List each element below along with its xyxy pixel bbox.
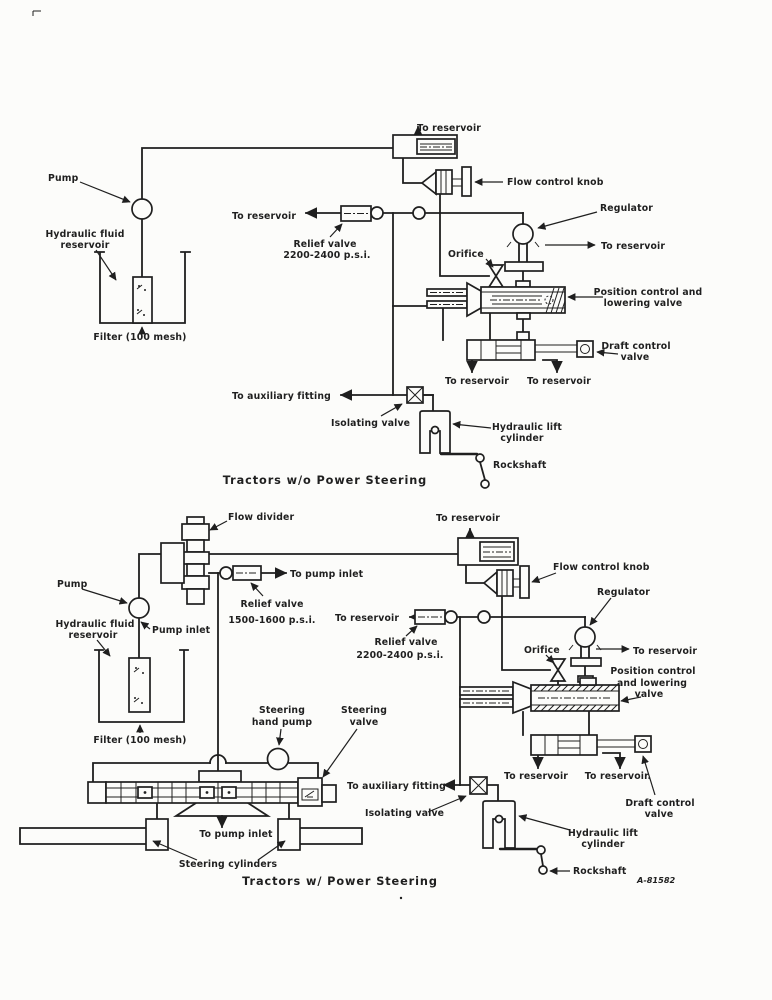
position-control-valve [459, 677, 620, 715]
pump-symbol [128, 597, 150, 619]
label-lift-cylinder-1: Hydraulic lift [568, 828, 638, 839]
label-to-reservoir-valve: To reservoir [436, 513, 500, 524]
label-filter: Filter (100 mesh) [93, 735, 186, 746]
flow-control-valve [392, 134, 458, 159]
label-to-reservoir-relief: To reservoir [335, 613, 399, 624]
label-flow-control-knob: Flow control knob [553, 562, 650, 573]
diagram-without-power-steering: To reservoir Flow control knob Pump To r… [45, 123, 703, 489]
label-position-control-1: Position control and [594, 287, 703, 298]
leader-arrows [81, 520, 656, 875]
label-position-control-2: and lowering [617, 678, 687, 689]
label-to-reservoir-regulator: To reservoir [633, 646, 697, 657]
junction-ball [477, 610, 491, 624]
label-to-auxiliary-fitting: To auxiliary fitting [232, 391, 331, 402]
label-to-pump-inlet-relief: To pump inlet [290, 569, 364, 580]
label-hyd-reservoir-2: reservoir [69, 630, 118, 641]
draft-control-valve [466, 331, 594, 361]
label-position-control-3: valve [635, 689, 664, 700]
label-relief-hitch-2: 2200-2400 p.s.i. [356, 650, 443, 661]
filter-element [128, 657, 151, 733]
junction-ball [412, 206, 426, 220]
label-to-reservoir-right-drain: To reservoir. [585, 771, 651, 782]
flow-control-knob-symbol [420, 166, 472, 197]
steering-relief-valve-symbol [219, 565, 262, 581]
label-hyd-reservoir-1: Hydraulic fluid [45, 229, 124, 240]
label-draft-control-1: Draft control [625, 798, 694, 809]
label-position-control-2: lowering valve [604, 298, 683, 309]
label-hyd-reservoir-2: reservoir [61, 240, 110, 251]
label-lift-cylinder-2: cylinder [500, 433, 544, 444]
label-to-reservoir-regulator: To reservoir [601, 241, 665, 252]
flow-control-knob-symbol [482, 565, 530, 599]
steering-hand-pump-symbol [266, 747, 290, 771]
label-to-reservoir-relief: To reservoir [232, 211, 296, 222]
label-orifice: Orifice [448, 249, 484, 260]
label-filter: Filter (100 mesh) [93, 332, 186, 343]
steering-cylinder-pistons [145, 818, 301, 851]
label-pump: Pump [57, 579, 88, 590]
label-rockshaft: Rockshaft [493, 460, 547, 471]
draft-control-valve [530, 734, 652, 756]
label-position-control-1: Position control [610, 666, 695, 677]
label-flow-divider: Flow divider [228, 512, 294, 523]
label-relief-hitch-1: Relief valve [374, 637, 437, 648]
label-to-pump-inlet-steering: To pump inlet [199, 829, 273, 840]
label-lift-cylinder-2: cylinder [581, 839, 625, 850]
label-steering-hand-pump-1: Steering [259, 705, 305, 716]
filter-element [132, 276, 153, 335]
label-relief-valve-2: 2200-2400 p.s.i. [283, 250, 370, 261]
label-regulator: Regulator [597, 587, 650, 598]
label-regulator: Regulator [600, 203, 653, 214]
hydraulic-lift-cylinder-symbol [419, 410, 451, 454]
label-rockshaft: Rockshaft [573, 866, 627, 877]
label-isolating-valve: Isolating valve [365, 808, 444, 819]
leader-arrows [79, 178, 619, 429]
label-steering-hand-pump-2: hand pump [252, 717, 313, 728]
label-relief-steering-1: Relief valve [240, 599, 303, 610]
label-flow-control-knob: Flow control knob [507, 177, 604, 188]
label-to-reservoir-right-drain: To reservoir [527, 376, 591, 387]
flow-control-valve [457, 537, 519, 566]
steering-gear-assembly [87, 770, 337, 807]
hydraulic-fluid-reservoir-tank [94, 649, 189, 723]
pump-symbol [131, 198, 153, 220]
rockshaft-linkage [498, 845, 548, 875]
label-to-reservoir-left-drain: To reservoir [504, 771, 568, 782]
label-steering-valve-2: valve [350, 717, 379, 728]
label-pump-inlet: Pump inlet [152, 625, 211, 636]
relief-valve-symbol [340, 205, 426, 222]
label-steering-cylinders: Steering cylinders [179, 859, 278, 870]
label-relief-steering-2: 1500-1600 p.s.i. [228, 615, 315, 626]
label-hyd-reservoir-1: Hydraulic fluid [55, 619, 134, 630]
label-isolating-valve: Isolating valve [331, 418, 410, 429]
position-control-valve [426, 281, 566, 320]
label-lift-cylinder-1: Hydraulic lift [492, 422, 562, 433]
diagram-with-power-steering: Flow divider To reservoir Flow control k… [19, 512, 697, 888]
label-steering-valve-1: Steering [341, 705, 387, 716]
label-to-reservoir-valve: To reservoir [417, 123, 481, 134]
label-to-auxiliary-fitting: To auxiliary fitting [347, 781, 446, 792]
label-relief-valve-1: Relief valve [293, 239, 356, 250]
hydraulic-lift-cylinder-symbol [482, 800, 516, 849]
label-draft-control-2: valve [645, 809, 674, 820]
caption-without-power-steering: Tractors w/o Power Steering [223, 474, 427, 487]
flow-divider-symbol [160, 516, 210, 605]
scan-artifact [32, 10, 403, 900]
label-orifice: Orifice [524, 645, 560, 656]
regulator-symbol [504, 223, 544, 288]
label-pump: Pump [48, 173, 79, 184]
caption-with-power-steering: Tractors w/ Power Steering [242, 875, 438, 888]
rockshaft-linkage [439, 452, 490, 489]
relief-valve-symbol [414, 609, 491, 625]
label-draft-control-1: Draft control [601, 341, 670, 352]
isolating-valve-symbol [406, 386, 424, 404]
label-draft-control-2: valve [621, 352, 650, 363]
label-to-reservoir-left-drain: To reservoir [445, 376, 509, 387]
figure-code: A-81582 [636, 875, 676, 885]
isolating-valve-symbol [469, 776, 488, 795]
